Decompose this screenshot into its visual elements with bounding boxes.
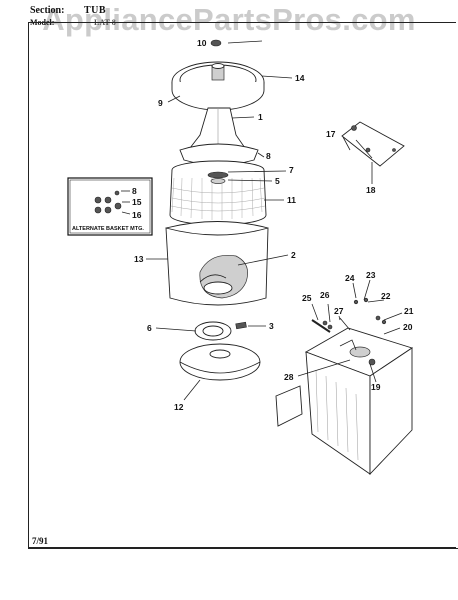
- footer-date: 7/91: [32, 536, 49, 546]
- callout-17: 17: [326, 129, 336, 139]
- callout-19: 19: [371, 382, 381, 392]
- callout-15: 15: [132, 197, 142, 207]
- bottom-rule: [28, 548, 458, 549]
- callout-1: 1: [258, 112, 263, 122]
- part-cabinet: [275, 327, 414, 476]
- callout-3: 3: [269, 321, 274, 331]
- callout-5: 5: [275, 176, 280, 186]
- part-ring-seal: [194, 321, 232, 341]
- callout-16: 16: [132, 210, 142, 220]
- callout-13: 13: [134, 254, 144, 264]
- callout-20: 20: [403, 322, 413, 332]
- part-tub-cover: [179, 343, 261, 381]
- callout-27: 27: [334, 306, 344, 316]
- part-agitator-shaft: [189, 107, 246, 149]
- callout-23: 23: [366, 270, 376, 280]
- callout-labels: 10 14 9 1 8 7 5 11 13 2 6 3 12 17 18 19 …: [134, 38, 414, 412]
- callout-9: 9: [158, 98, 163, 108]
- part-nut: [210, 39, 222, 47]
- callout-11: 11: [287, 195, 296, 205]
- callout-26: 26: [320, 290, 330, 300]
- callout-24: 24: [345, 273, 355, 283]
- section-label: Section:: [30, 5, 65, 16]
- alternate-basket-caption: ALTERNATE BASKET MTG.: [72, 226, 144, 232]
- part-tub-seal: [199, 255, 248, 299]
- part-bracket: [341, 121, 405, 167]
- diagram-frame: [28, 22, 456, 548]
- callout-2: 2: [291, 250, 296, 260]
- callout-14: 14: [295, 73, 305, 83]
- callout-12: 12: [174, 402, 184, 412]
- callout-28: 28: [284, 372, 294, 382]
- callout-22: 22: [381, 291, 391, 301]
- part-small-hardware: [311, 297, 387, 333]
- part-spin-basket: [169, 160, 267, 226]
- callout-10: 10: [197, 38, 207, 48]
- callout-8: 8: [266, 151, 271, 161]
- alternate-basket-box: 8 15 16 ALTERNATE BASKET MTG.: [67, 177, 153, 236]
- callout-21: 21: [404, 306, 414, 316]
- part-clip: [235, 321, 247, 330]
- leader-lines: [146, 40, 403, 401]
- callout-25: 25: [302, 293, 312, 303]
- section-value: TUB: [84, 5, 107, 16]
- callout-7: 7: [289, 165, 294, 175]
- callout-18: 18: [366, 185, 376, 195]
- part-balance-ring: [171, 61, 265, 111]
- callout-6: 6: [147, 323, 152, 333]
- callout-8-alt: 8: [132, 186, 137, 196]
